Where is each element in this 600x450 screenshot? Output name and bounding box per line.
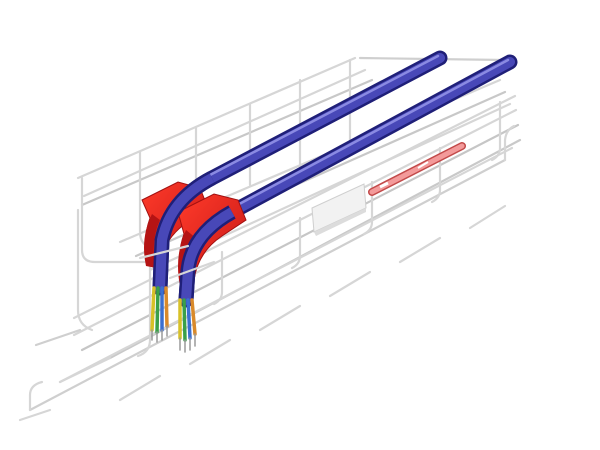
exposed-conductors-1	[150, 286, 169, 343]
pink-cable-segment	[368, 142, 466, 196]
white-label-plate	[311, 183, 367, 236]
exposed-conductors-2	[178, 298, 197, 353]
wire-mesh-cable-tray	[18, 56, 522, 422]
